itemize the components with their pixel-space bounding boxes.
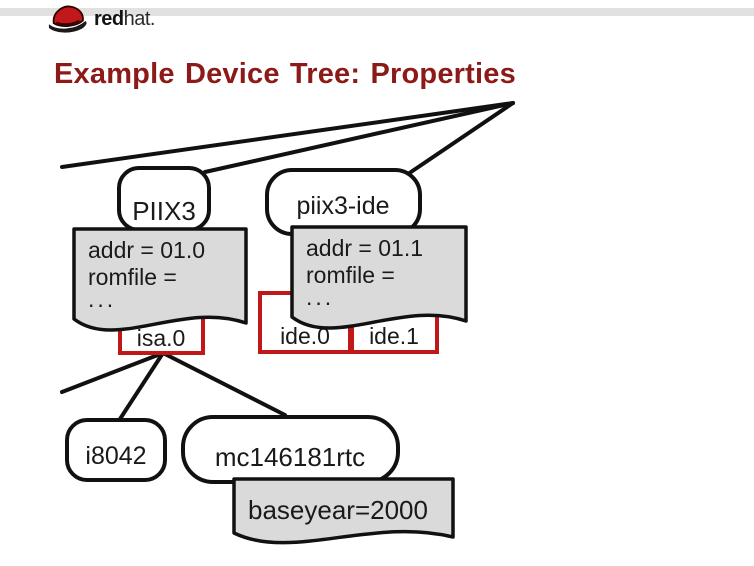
note-piix3-line2: romfile = — [88, 264, 177, 290]
edge-parent-offscreen-left — [60, 101, 515, 169]
redhat-hat-icon — [48, 5, 87, 33]
note-ide-line2: romfile = — [306, 262, 395, 288]
edge-isa0-rtc — [161, 351, 287, 417]
device-tree-diagram: isa.0 ide.0 ide.1 PIIX3 piix3-ide i8042 … — [60, 101, 515, 545]
brand-red: red — [94, 8, 124, 30]
note-ide-line1: addr = 01.1 — [306, 235, 423, 261]
redhat-logo: redhat. — [44, 3, 155, 33]
note-rtc-shape — [232, 477, 455, 545]
brand-hat: hat. — [123, 8, 156, 30]
bus-label-ide1: ide.1 — [369, 323, 419, 349]
note-ide-line3: ... — [306, 284, 334, 310]
note-ide-shape — [290, 225, 468, 330]
edge-parent-piix3-ide — [406, 101, 515, 176]
node-label-piix3: PIIX3 — [132, 196, 196, 226]
note-rtc-line1: baseyear=2000 — [248, 495, 428, 525]
redhat-wordmark: redhat. — [94, 5, 155, 33]
bus-label-isa0: isa.0 — [137, 325, 186, 351]
header-band — [0, 8, 754, 16]
edge-isa0-offscreen-left — [60, 351, 165, 394]
note-piix3-line1: addr = 01.0 — [88, 237, 205, 263]
note-piix3-shape — [72, 227, 248, 332]
node-label-rtc: mc146181rtc — [215, 442, 365, 472]
node-label-piix3-ide: piix3-ide — [296, 192, 389, 220]
node-label-i8042: i8042 — [85, 442, 146, 470]
slide-title: Example Device Tree: Properties — [54, 58, 516, 90]
note-ide-props: addr = 01.1 romfile = ... — [290, 225, 468, 330]
node-i8042 — [65, 418, 167, 482]
note-rtc-props: baseyear=2000 — [232, 477, 455, 545]
edge-isa0-i8042 — [118, 351, 165, 421]
note-piix3-props: addr = 01.0 romfile = ... — [72, 227, 248, 332]
edge-parent-piix3 — [203, 101, 515, 174]
note-piix3-line3: ... — [88, 286, 116, 312]
